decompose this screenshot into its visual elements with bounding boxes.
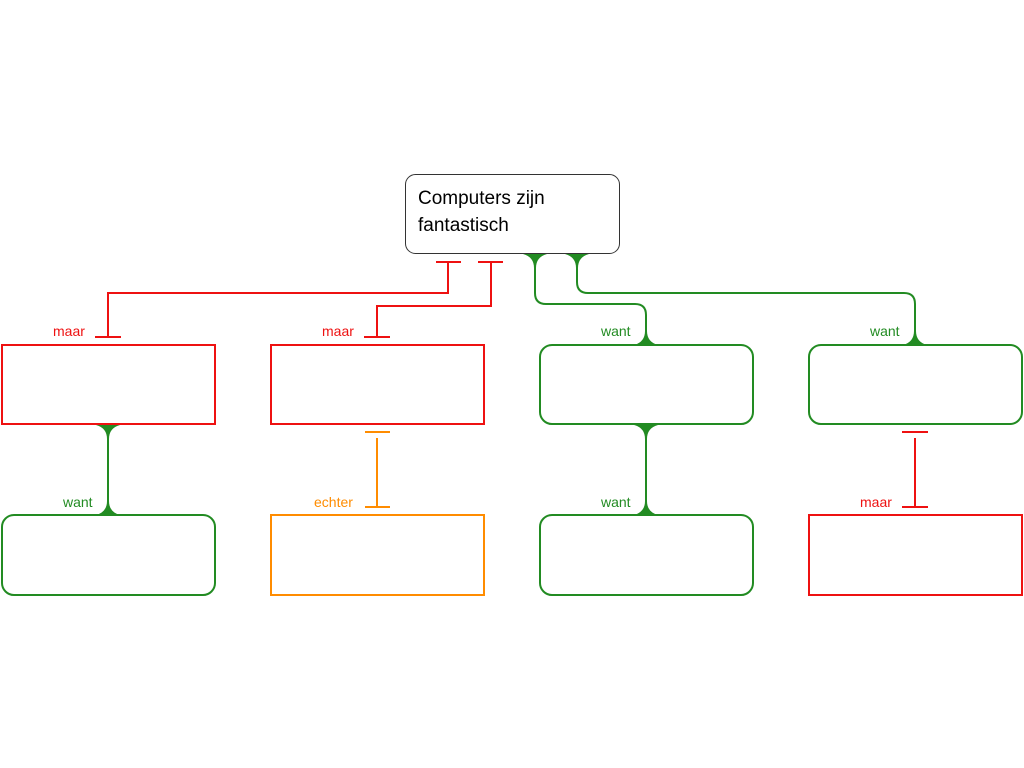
connector-label-want: want bbox=[62, 494, 93, 510]
rebuttal-box-1[interactable] bbox=[270, 514, 485, 596]
root-claim-box[interactable] bbox=[405, 174, 620, 254]
connector-label-want: want bbox=[869, 323, 900, 339]
support-anchor-icon bbox=[634, 425, 658, 439]
connector-support-2 bbox=[576, 256, 916, 345]
connector-support-3 bbox=[96, 425, 120, 515]
connector-label-maar: maar bbox=[53, 323, 85, 339]
connector-oppose-3 bbox=[902, 431, 928, 508]
objection-box-3[interactable] bbox=[808, 514, 1023, 596]
support-anchor-icon bbox=[565, 254, 589, 268]
support-anchor-icon bbox=[96, 501, 120, 515]
support-anchor-icon bbox=[634, 501, 658, 515]
connector-label-maar: maar bbox=[322, 323, 354, 339]
objection-box-1[interactable] bbox=[1, 344, 216, 425]
reason-box-1[interactable] bbox=[539, 344, 754, 425]
root-claim-line1: Computers zijn bbox=[418, 188, 545, 209]
support-anchor-icon bbox=[634, 331, 658, 345]
connector-label-want: want bbox=[600, 323, 631, 339]
connector-rebuttal-1 bbox=[365, 431, 390, 508]
objection-box-2[interactable] bbox=[270, 344, 485, 425]
support-anchor-icon bbox=[96, 425, 120, 439]
connector-support-4 bbox=[634, 425, 658, 515]
reason-box-4[interactable] bbox=[539, 514, 754, 596]
support-anchor-icon bbox=[903, 331, 927, 345]
connector-support-1 bbox=[534, 256, 647, 345]
connector-label-want: want bbox=[600, 494, 631, 510]
reason-box-3[interactable] bbox=[1, 514, 216, 596]
support-anchor-icon bbox=[523, 254, 547, 268]
connector-oppose-2 bbox=[364, 261, 503, 338]
connector-label-echter: echter bbox=[314, 494, 353, 510]
connector-oppose-1 bbox=[95, 261, 461, 338]
connector-label-maar: maar bbox=[860, 494, 892, 510]
root-claim-line2: fantastisch bbox=[418, 215, 509, 236]
reason-box-2[interactable] bbox=[808, 344, 1023, 425]
